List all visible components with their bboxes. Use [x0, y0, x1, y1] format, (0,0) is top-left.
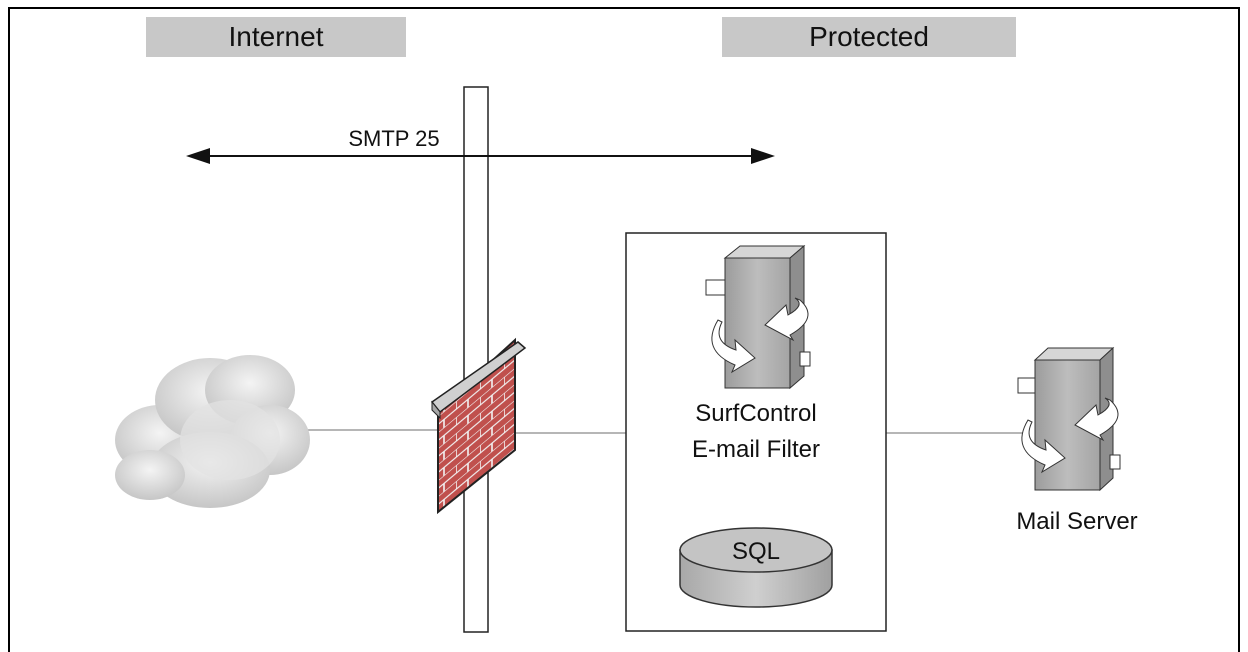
mail-server-label: Mail Server [1016, 508, 1137, 535]
filter-label-line1: SurfControl [695, 400, 816, 427]
network-boundary [463, 86, 489, 633]
filter-container [625, 232, 887, 632]
mail-server-icon [1017, 346, 1121, 492]
cloud-icon [115, 355, 310, 508]
zone-label-internet: Internet [146, 17, 406, 57]
database-icon [679, 527, 833, 608]
protocol-label: SMTP 25 [348, 126, 439, 151]
diagram-frame [8, 7, 1240, 652]
filter-label-line2: E-mail Filter [692, 436, 820, 463]
database-label: SQL [732, 538, 780, 565]
zone-label-protected: Protected [722, 17, 1016, 57]
filter-server-icon [705, 244, 811, 390]
firewall-icon [430, 337, 527, 515]
smtp-arrow [186, 148, 775, 164]
